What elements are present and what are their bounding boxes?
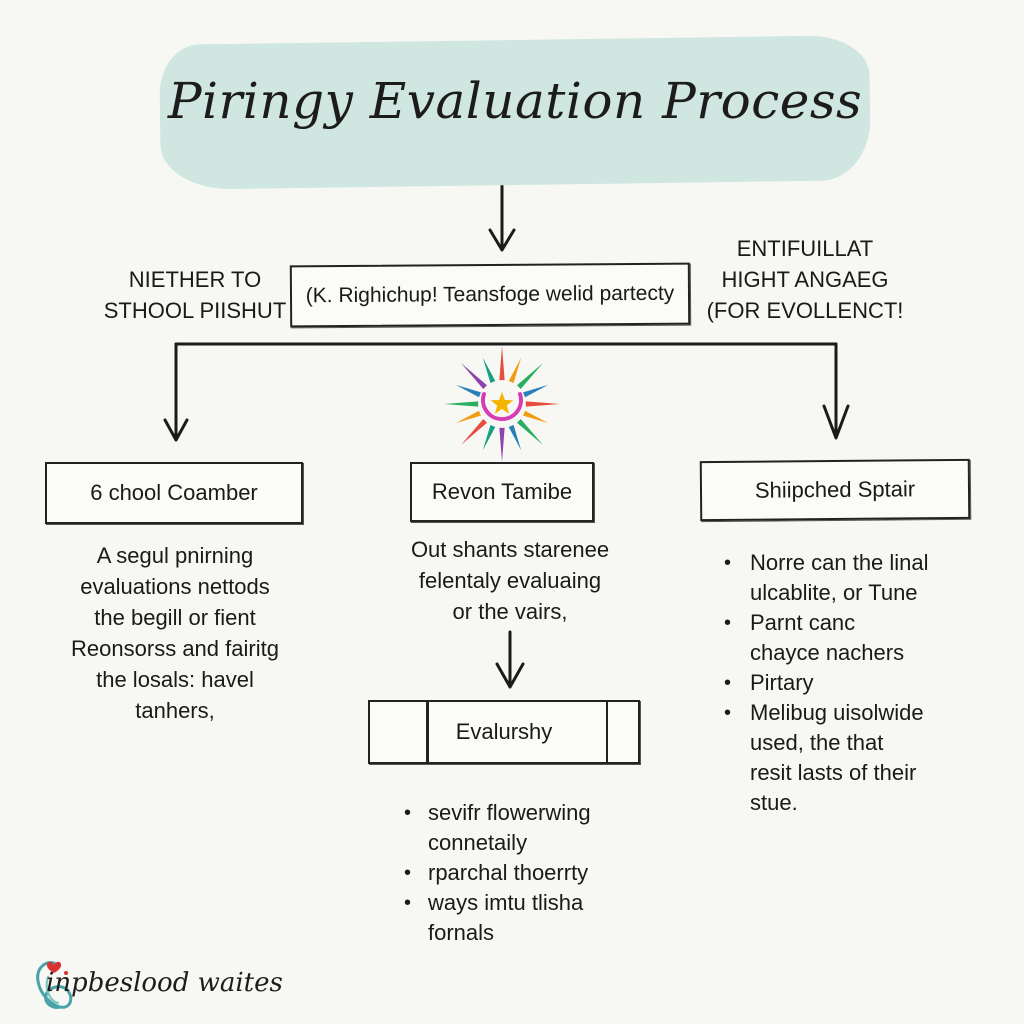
burst-ray (499, 346, 505, 381)
burst-ray (508, 425, 522, 451)
middle-column-description: Out shants starenee felentaly evaluaing … (410, 537, 610, 624)
burst-ray (525, 401, 560, 407)
evaluation-box: Evalurshy (368, 700, 640, 764)
burst-ray (482, 357, 496, 383)
list-item: rparchal thoerrty (400, 858, 660, 888)
eval-box-divider-right (605, 702, 608, 762)
right-column-heading: Shiipched Sptair (699, 458, 971, 522)
burst-ray (523, 410, 549, 424)
burst-ray (455, 384, 481, 398)
burst-star (490, 392, 514, 414)
top-process-box: (K. Righichup! Teansfoge welid partecty (289, 262, 691, 328)
burst-ray (517, 419, 544, 446)
list-item: Norre can the linal ulcablite, or Tune (720, 548, 1000, 608)
eval-box-divider-left (426, 702, 429, 762)
burst-ring (481, 392, 523, 422)
list-item: sevifr flowerwing connetaily (400, 798, 660, 858)
middle-column-heading: Revon Tamibe (410, 462, 594, 522)
brand-name: inpbeslood waites (46, 968, 283, 998)
left-side-label: NIETHER TO STHOOL PIISHUT (103, 267, 287, 323)
list-item: Melibug uisolwide used, the that resit l… (720, 698, 1000, 818)
burst-ray (523, 384, 549, 398)
heart-logo-icon (36, 961, 73, 1009)
burst-ray (460, 419, 487, 446)
left-column-heading: 6 chool Coamber (45, 462, 303, 524)
burst-ray (482, 425, 496, 451)
list-item: ways imtu tlisha fornals (400, 888, 660, 948)
right-side-label: ENTIFUILLAT HIGHT ANGAEG (FOR EVOLLENCT! (706, 236, 904, 323)
burst-ray (508, 357, 522, 383)
left-column-description: A segul pnirning evaluations nettods the… (71, 543, 279, 723)
diagram-title: Piringy Evaluation Process (167, 72, 863, 130)
list-item: Pirtary (720, 668, 1000, 698)
sun-burst-icon (444, 346, 560, 462)
burst-ray (460, 362, 487, 389)
burst-ray (517, 362, 544, 389)
middle-bullet-list: sevifr flowerwing connetaily rparchal th… (400, 798, 660, 948)
burst-ray (499, 427, 505, 462)
list-item: Parnt canc chayce nachers (720, 608, 1000, 668)
right-bullet-list: Norre can the linal ulcablite, or Tune P… (720, 548, 1000, 818)
burst-ray (444, 401, 479, 407)
evaluation-box-label: Evalurshy (455, 719, 553, 744)
burst-ray (455, 410, 481, 424)
